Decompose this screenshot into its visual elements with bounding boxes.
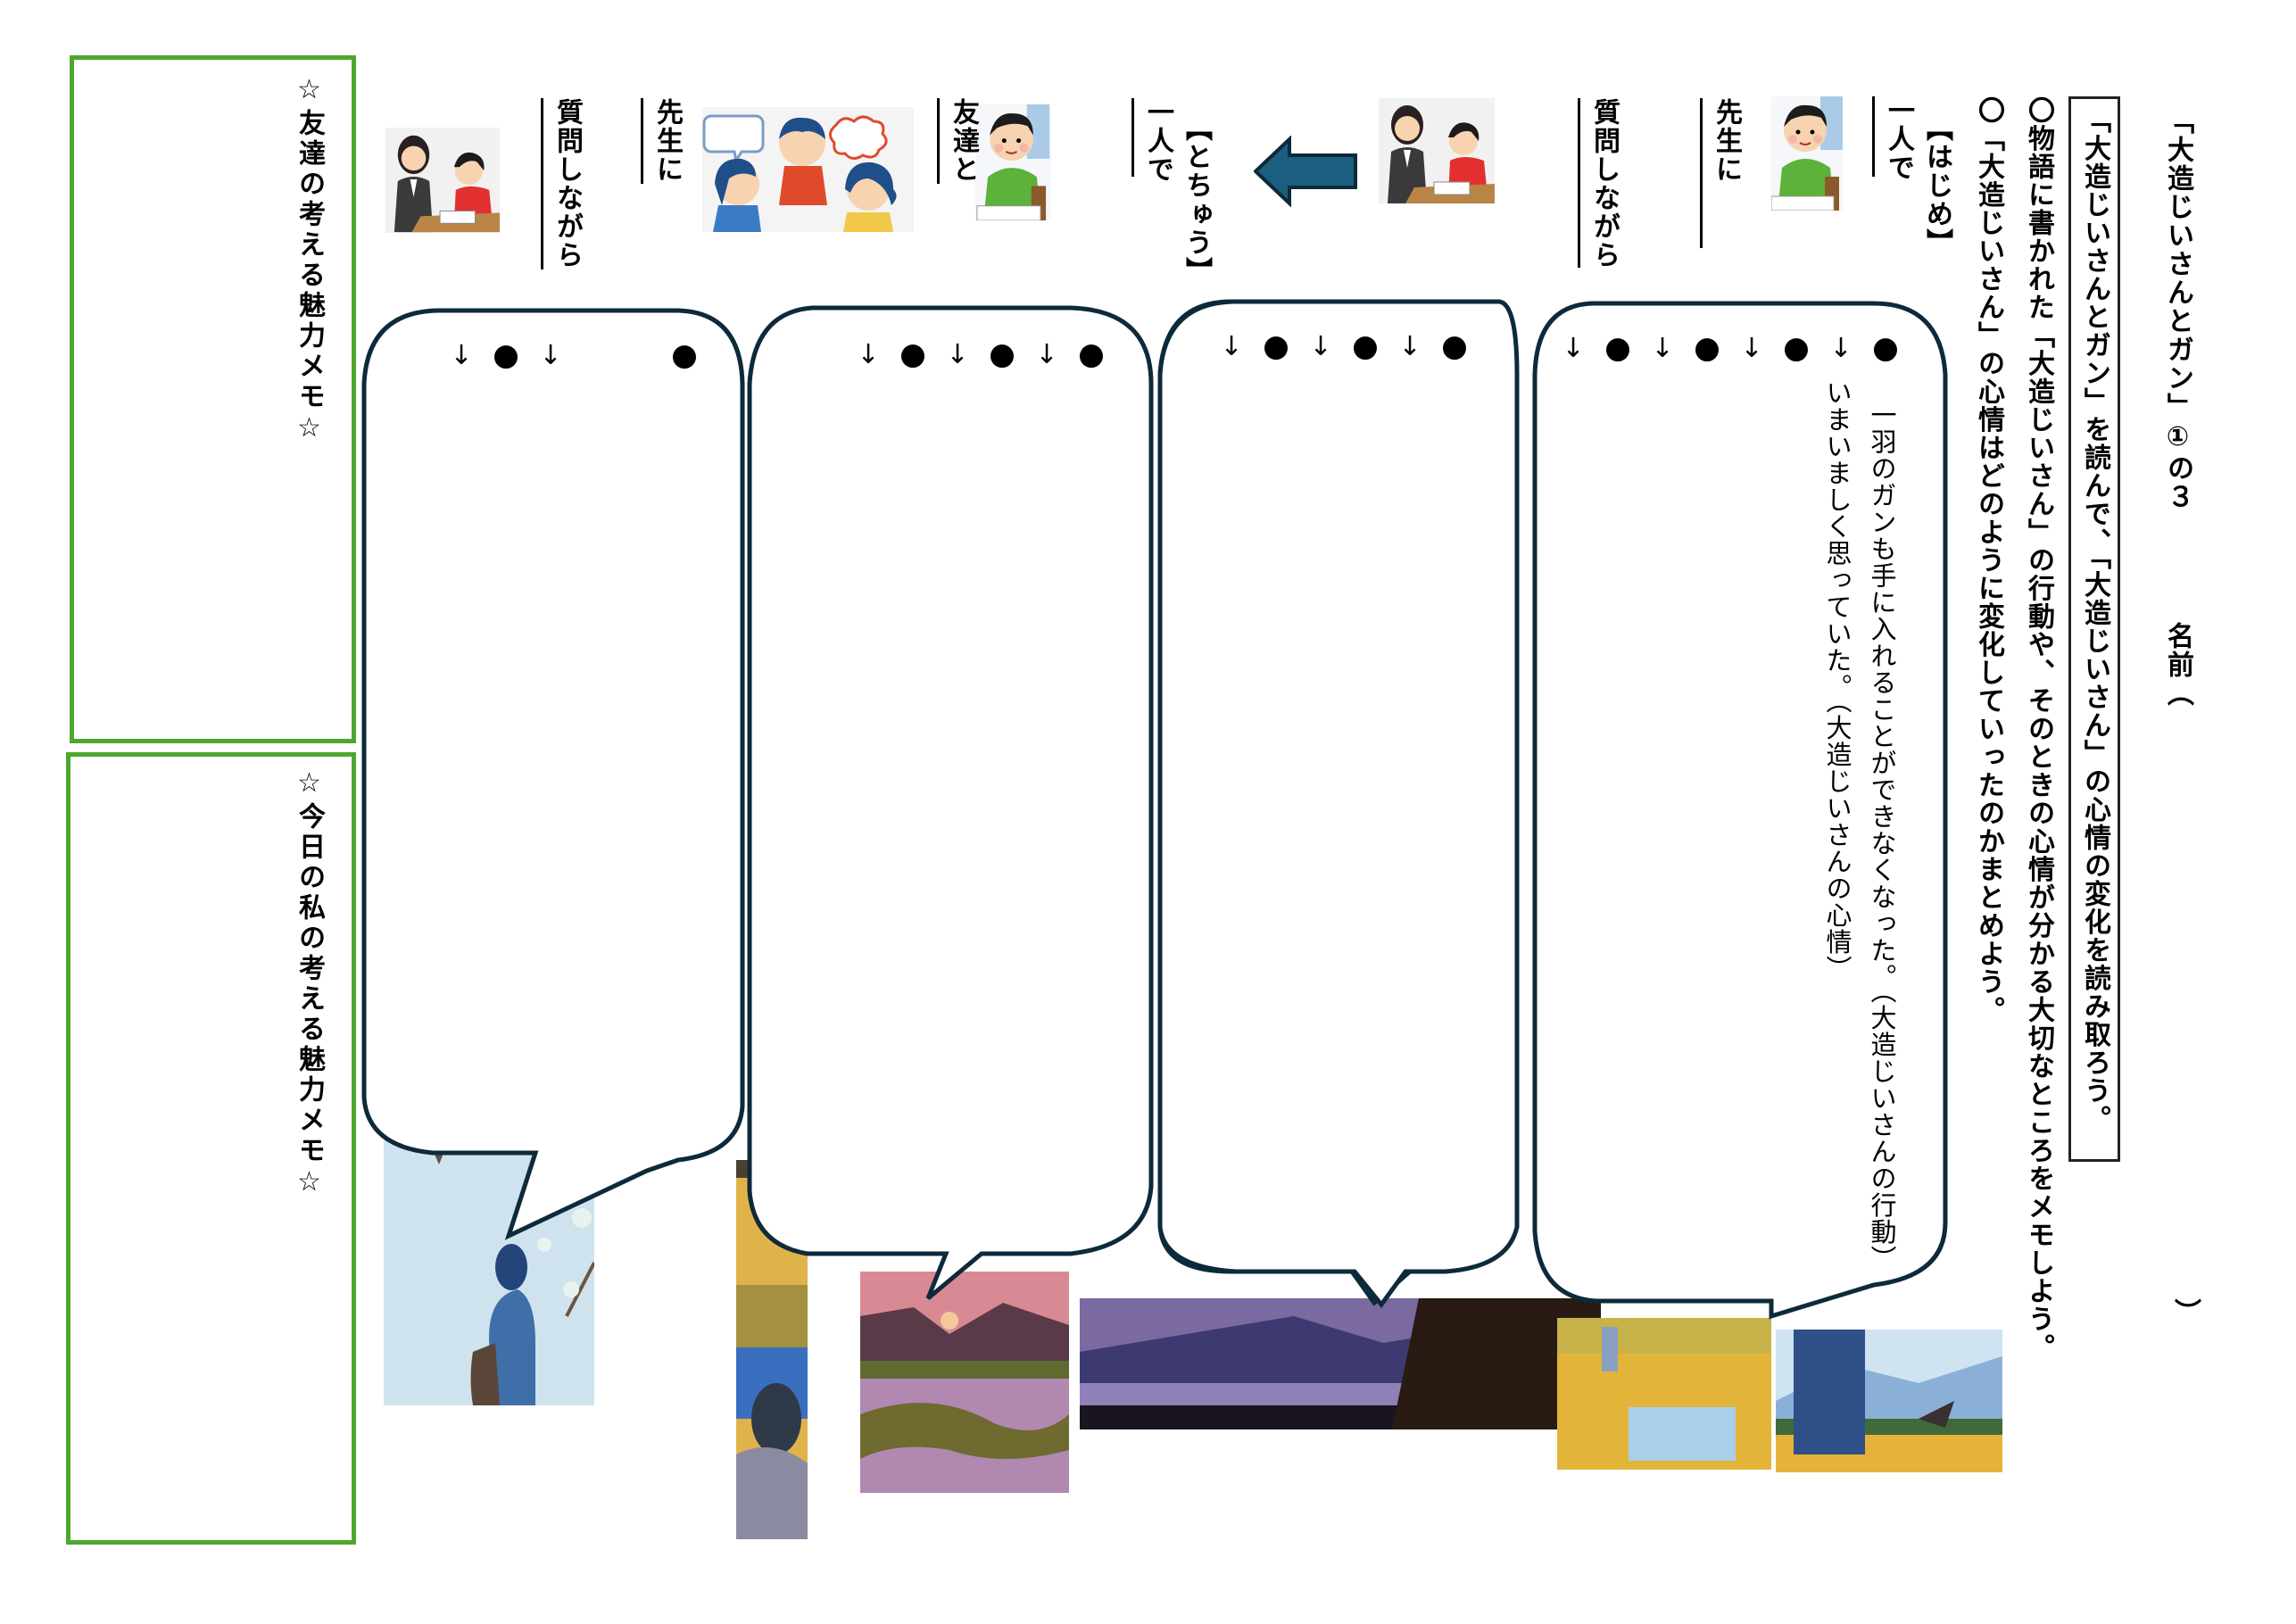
mode-alone-beginning: 一人で <box>1872 96 1918 182</box>
down-arrow-icon: ↓ <box>1829 332 1853 364</box>
bullet-dot: ● <box>1694 330 1720 366</box>
story-illustration-sunset-marsh <box>860 1272 1069 1493</box>
bullet-dot: ● <box>989 336 1015 372</box>
bullet-dot: ● <box>899 336 926 372</box>
teacher-helping-girl-icon <box>1379 98 1495 203</box>
down-arrow-icon: ↓ <box>1398 330 1422 362</box>
bubble-4-markers: ● ↓ ● ↓ <box>439 337 707 373</box>
bubble-3-markers: ● ↓ ● ↓ ● ↓ <box>846 336 1114 372</box>
left-arrow-icon <box>1253 135 1361 211</box>
friends-memo-box: ☆友達の考える魅力メモ☆ <box>70 55 356 743</box>
mode-alone-middle: 一人で <box>1131 98 1177 184</box>
down-arrow-icon: ↓ <box>1035 338 1058 370</box>
mode-teacher-middle: 先生に <box>641 98 686 184</box>
story-illustration-hunter-goose <box>1776 1330 2002 1472</box>
bullet-dot: ● <box>1441 328 1468 364</box>
sample-feeling-text: いまいましく思っていた。（大造じいさんの心情） <box>1822 379 1853 982</box>
bullet-dot: ● <box>1604 330 1631 366</box>
mode-questioning-middle: 質問しながら <box>541 98 586 269</box>
down-arrow-icon: ↓ <box>1309 330 1332 362</box>
bubble-1: ● ↓ ● ↓ ● ↓ ● ↓ 一羽のガンも手に入れることができなくなった。（大… <box>1535 303 1945 1301</box>
bullet-dot: ● <box>1352 328 1379 364</box>
down-arrow-icon: ↓ <box>1220 330 1243 362</box>
mode-questioning-beginning: 質問しながら <box>1578 98 1623 269</box>
my-memo-title: ☆今日の私の考える魅力メモ☆ <box>294 767 325 1201</box>
boy-studying-icon <box>1771 96 1843 211</box>
instruction-step1: 〇物語に書かれた「大造じいさん」の行動や、そのときの心情が分かる大切なところをメ… <box>2023 96 2054 1362</box>
my-memo-box: ☆今日の私の考える魅力メモ☆ <box>66 752 356 1545</box>
mode-friends-middle: 友達と <box>937 98 982 184</box>
story-illustration-hunter-field <box>1557 1318 1771 1470</box>
worksheet-title: 「大造じいさんとガン」①の３ 名前（ <box>2159 107 2195 708</box>
friends-memo-title: ☆友達の考える魅力メモ☆ <box>294 74 325 447</box>
down-arrow-icon: ↓ <box>946 338 969 370</box>
lesson-goal-box: 「大造じいさんとガン」を読んで、「大造じいさん」の心情の変化を読み取ろう。 <box>2068 96 2120 1162</box>
bullet-dot: ● <box>1263 328 1289 364</box>
name-label: 名前（ <box>2162 622 2193 708</box>
bubble-4-input[interactable] <box>382 382 721 1131</box>
bullet-dot: ● <box>1078 336 1105 372</box>
bullet-dot: ● <box>493 337 519 373</box>
lesson-goal: 「大造じいさんとガン」を読んで、「大造じいさん」の心情の変化を読み取ろう。 <box>2079 106 2110 1133</box>
bubble-1-input[interactable] <box>1553 375 1803 1267</box>
teacher-helping-girl-icon <box>385 128 500 233</box>
children-discussing-icon <box>702 107 914 232</box>
bubble-1-markers: ● ↓ ● ↓ ● ↓ ● ↓ <box>1551 330 1908 366</box>
down-arrow-icon: ↓ <box>539 339 562 371</box>
bubble-3-input[interactable] <box>767 379 1133 1227</box>
sample-action-text: 一羽のガンも手に入れることができなくなった。（大造じいさんの行動） <box>1867 402 1897 1272</box>
bullet-dot: ● <box>671 337 698 373</box>
my-memo-input[interactable] <box>79 766 276 1533</box>
boy-studying-icon <box>975 104 1051 220</box>
mode-teacher-beginning: 先生に <box>1700 98 1745 248</box>
bullet-dot: ● <box>1872 330 1899 366</box>
stage-middle-label: 【とちゅう】 <box>1181 114 1212 286</box>
down-arrow-icon: ↓ <box>1740 332 1763 364</box>
bullet-dot: ● <box>1783 330 1810 366</box>
down-arrow-icon: ↓ <box>1562 332 1585 364</box>
story-illustration-dusk-hunter <box>1080 1298 1601 1429</box>
bubble-4: ● ↓ ● ↓ <box>364 311 742 1153</box>
instruction-step2: 〇「大造じいさん」の心情はどのように変化していったのかまとめよう。 <box>1973 96 2004 1024</box>
bubble-2-input[interactable] <box>1178 373 1499 1247</box>
down-arrow-icon: ↓ <box>1651 332 1674 364</box>
bubble-2-markers: ● ↓ ● ↓ ● ↓ <box>1209 328 1477 364</box>
title-text: 「大造じいさんとガン」①の３ <box>2162 107 2193 511</box>
bubble-2: ● ↓ ● ↓ ● ↓ <box>1160 302 1517 1272</box>
down-arrow-icon: ↓ <box>857 338 880 370</box>
bubble-3: ● ↓ ● ↓ ● ↓ <box>750 308 1151 1254</box>
name-close-paren: ） <box>2169 1298 2201 1327</box>
stage-beginning-label: 【はじめ】 <box>1921 114 1952 257</box>
down-arrow-icon: ↓ <box>450 339 473 371</box>
friends-memo-input[interactable] <box>83 69 279 729</box>
